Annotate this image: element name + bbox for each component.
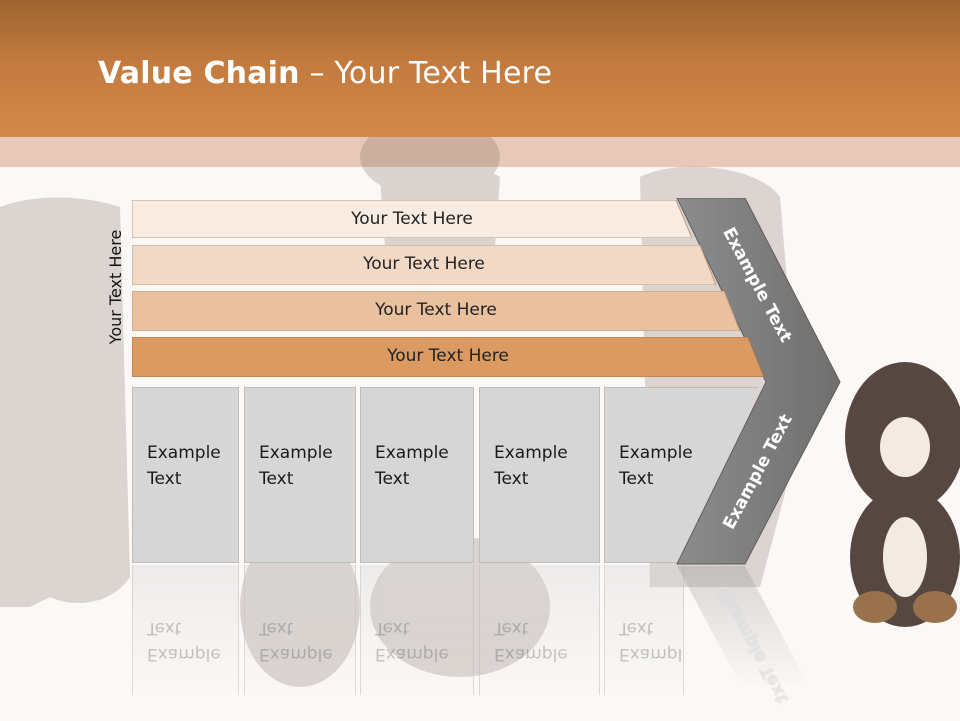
example-box-2[interactable]: Example Text <box>244 387 356 563</box>
example-box-1[interactable]: Example Text <box>132 387 239 563</box>
row-2-label: Your Text Here <box>363 254 485 274</box>
value-row-1[interactable]: Your Text Here <box>132 200 692 238</box>
box-1-line1: Example <box>147 443 221 463</box>
box-5-line1: Example <box>619 443 693 463</box>
box-4-line2: Text <box>494 469 529 489</box>
box-1-line2: Text <box>147 469 182 489</box>
chevron-reflection <box>677 566 810 688</box>
chevron-arrow[interactable] <box>670 198 850 698</box>
box-2-line2: Text <box>259 469 294 489</box>
value-row-4[interactable]: Your Text Here <box>132 337 764 377</box>
box-2-line1: Example <box>259 443 333 463</box>
title-bold: Value Chain <box>98 56 300 91</box>
value-row-3[interactable]: Your Text Here <box>132 291 740 331</box>
row-1-shape <box>132 200 692 238</box>
box-4-line1: Example <box>494 443 568 463</box>
slide-title[interactable]: Value Chain – Your Text Here <box>98 56 552 91</box>
box-3-line1: Example <box>375 443 449 463</box>
side-vertical-label[interactable]: Your Text Here <box>106 229 125 345</box>
row-3-label: Your Text Here <box>375 300 497 320</box>
row-4-label: Your Text Here <box>387 346 509 366</box>
box-3-line2: Text <box>375 469 410 489</box>
row-2-shape <box>132 245 716 285</box>
row-1-label: Your Text Here <box>351 209 473 229</box>
example-box-3[interactable]: Example Text <box>360 387 474 563</box>
value-row-2[interactable]: Your Text Here <box>132 245 716 285</box>
title-rest: – Your Text Here <box>299 56 553 91</box>
example-box-4[interactable]: Example Text <box>479 387 600 563</box>
chevron-shape <box>676 198 841 565</box>
row-4-shape <box>132 337 764 377</box>
box-5-line2: Text <box>619 469 654 489</box>
header-bar <box>0 0 960 137</box>
header-band <box>0 137 960 167</box>
row-3-shape <box>132 291 740 331</box>
